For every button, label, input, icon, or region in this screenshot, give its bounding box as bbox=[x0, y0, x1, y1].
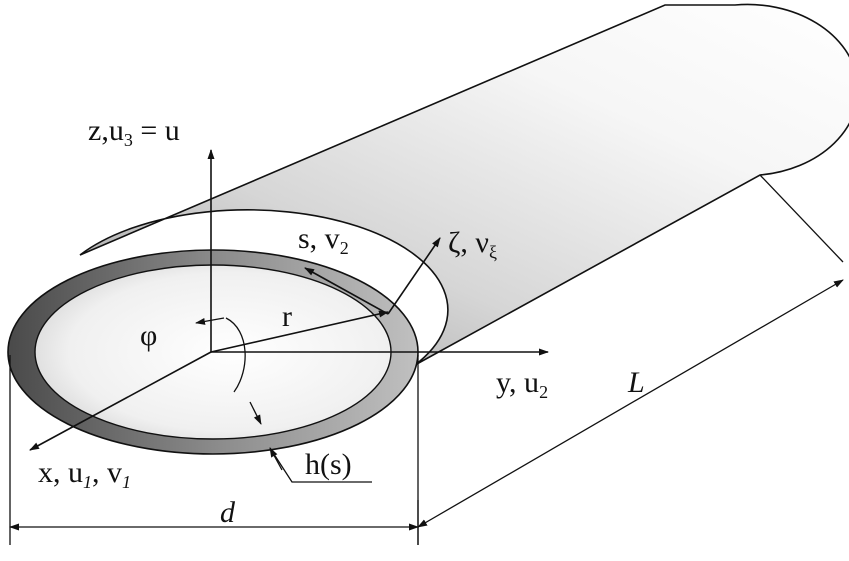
angle-label: φ bbox=[140, 319, 157, 352]
z-axis-label: z,u3 = u bbox=[88, 114, 180, 150]
zeta-axis-label: ζ, νξ bbox=[448, 226, 497, 262]
phi-angle-arc bbox=[225, 317, 246, 393]
s-axis-line bbox=[304, 267, 389, 315]
phi-arrow-stub bbox=[195, 317, 225, 325]
zeta-axis-line bbox=[387, 237, 441, 315]
length-label: L bbox=[627, 366, 645, 399]
thickness-label: h(s) bbox=[305, 448, 352, 481]
length-extension-back bbox=[759, 174, 844, 263]
thickness-leader bbox=[269, 447, 372, 483]
diameter-label: d bbox=[220, 496, 236, 529]
thickness-arrow-top bbox=[249, 401, 262, 425]
radius-label: r bbox=[282, 300, 292, 333]
radius-line bbox=[210, 310, 389, 353]
x-axis-label: x, u1, v1 bbox=[38, 456, 131, 492]
length-dimension-line bbox=[417, 279, 844, 528]
s-axis-label: s, v2 bbox=[298, 222, 349, 258]
y-axis-label: y, u2 bbox=[496, 366, 548, 402]
x-axis-line bbox=[29, 351, 212, 451]
